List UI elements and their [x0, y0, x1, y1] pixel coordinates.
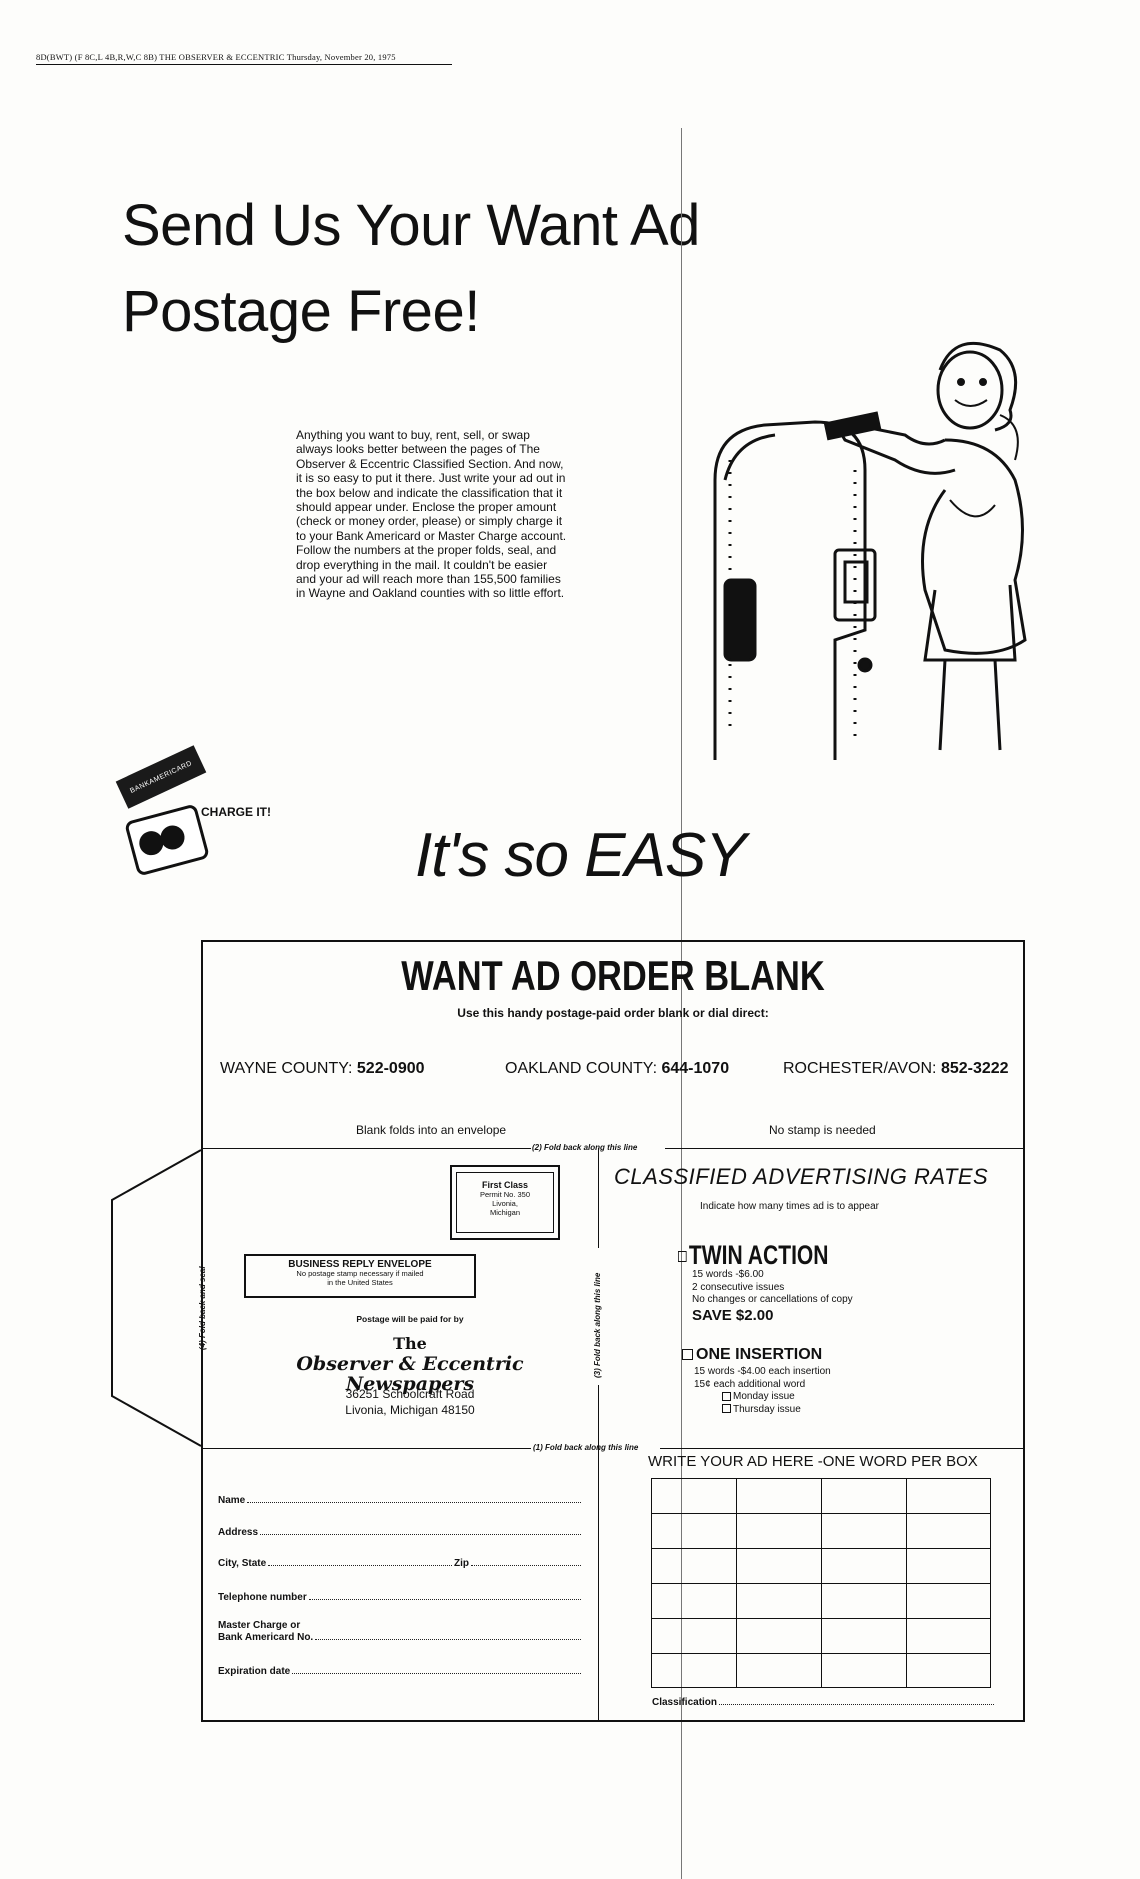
one-line-1: 15 words -$4.00 each insertion — [694, 1366, 831, 1377]
permit-state: Michigan — [489, 1208, 520, 1217]
twin-action-title: TWIN ACTION — [688, 1240, 829, 1270]
one-insertion-title: ONE INSERTION — [696, 1346, 823, 1363]
address-field[interactable]: Address — [218, 1527, 581, 1538]
rates-title: CLASSIFIED ADVERTISING RATES — [614, 1164, 989, 1189]
monday-option[interactable]: Monday issue — [722, 1391, 831, 1404]
charge-it-label: CHARGE IT! — [201, 805, 271, 819]
first-class-title: First Class — [481, 1180, 529, 1190]
fold-line-3-top — [598, 1148, 599, 1248]
woman-mailbox-illustration — [713, 341, 1027, 760]
first-class-permit-box: First Class Permit No. 350 Livonia, Mich… — [450, 1165, 560, 1240]
permit-line: Permit No. 350 — [479, 1190, 531, 1199]
phone-oakland: OAKLAND COUNTY: 644-1070 — [505, 1060, 730, 1077]
phone-wayne: WAYNE COUNTY: 522-0900 — [220, 1060, 425, 1077]
business-reply-title: BUSINESS REPLY ENVELOPE — [288, 1259, 432, 1270]
observer-eccentric-logo: The Observer & Eccentric Newspapers — [296, 1334, 524, 1395]
bre-line-1: No postage stamp necessary if mailed — [296, 1269, 424, 1278]
easy-headline: It's so EASY — [415, 821, 747, 890]
postage-paid-text: Postage will be paid for by — [356, 1314, 464, 1324]
telephone-field[interactable]: Telephone number — [218, 1592, 581, 1603]
order-blank-title: WANT AD ORDER BLANK — [401, 952, 825, 999]
twin-save: SAVE $2.00 — [692, 1306, 774, 1324]
business-reply-box: BUSINESS REPLY ENVELOPE No postage stamp… — [244, 1254, 476, 1298]
expiration-field[interactable]: Expiration date — [218, 1666, 581, 1677]
one-line-2: 15¢ each additional word — [694, 1378, 806, 1390]
twin-action-checkbox[interactable] — [678, 1251, 687, 1263]
one-insertion-checkbox[interactable] — [682, 1349, 693, 1361]
bre-line-2: in the United States — [327, 1278, 393, 1287]
headline-line-1: Send Us Your Want Ad — [122, 193, 700, 258]
permit-city: Livonia, — [492, 1199, 518, 1208]
order-blank-box — [201, 940, 1025, 1722]
dateline-rule — [36, 64, 452, 65]
fold-line-1-label: (1) Fold back along this line — [533, 1443, 639, 1452]
card-number-label-1: Master Charge or — [218, 1620, 301, 1631]
fold-line-2-label: (2) Fold back along this line — [532, 1143, 638, 1152]
one-insertion-option[interactable]: ONE INSERTION 15 words -$4.00 each inser… — [682, 1346, 831, 1416]
twin-line-2: 2 consecutive issues — [692, 1281, 785, 1293]
headline-line-2: Postage Free! — [122, 279, 480, 344]
note-folds-into-envelope: Blank folds into an envelope — [356, 1123, 507, 1137]
envelope-flap — [111, 1149, 202, 1447]
name-field[interactable]: Name — [218, 1495, 581, 1506]
card-number-field[interactable]: Bank Americard No. — [218, 1632, 581, 1643]
fold-line-3-bottom — [598, 1385, 599, 1720]
dateline: 8D(BWT) (F 8C,L 4B,R,W,C 8B) THE OBSERVE… — [36, 52, 396, 62]
thursday-checkbox[interactable] — [722, 1404, 731, 1414]
classification-field[interactable]: Classification — [652, 1697, 994, 1708]
page-fold-crease — [681, 128, 682, 1879]
word-grid[interactable] — [651, 1478, 991, 1688]
return-address: 36251 Schoolcraft Road Livonia, Michigan… — [345, 1387, 475, 1417]
rates-indicate: Indicate how many times ad is to appear — [700, 1201, 879, 1212]
twin-line-1: 15 words -$6.00 — [692, 1269, 764, 1280]
master-charge-badge — [124, 803, 210, 877]
thursday-option[interactable]: Thursday issue — [722, 1404, 831, 1417]
fold-line-2-right — [665, 1148, 1025, 1149]
bankamericard-badge: BANKAMERICARD — [115, 745, 207, 809]
order-blank-subtitle: Use this handy postage-paid order blank … — [457, 1006, 769, 1020]
fold-line-1-right — [660, 1448, 1025, 1449]
fold-line-3-label: (3) Fold back along this line — [593, 1272, 602, 1378]
note-no-stamp: No stamp is needed — [769, 1123, 876, 1137]
intro-paragraph: Anything you want to buy, rent, sell, or… — [296, 428, 567, 601]
write-ad-title: WRITE YOUR AD HERE -ONE WORD PER BOX — [648, 1453, 978, 1470]
twin-line-3: No changes or cancellations of copy — [692, 1294, 853, 1305]
fold-line-2-left — [201, 1148, 531, 1149]
fold-line-1-left — [201, 1448, 531, 1449]
phone-rochester: ROCHESTER/AVON: 852-3222 — [783, 1060, 1009, 1077]
monday-checkbox[interactable] — [722, 1391, 731, 1401]
twin-action-option[interactable]: TWIN ACTION 15 words -$6.00 2 consecutiv… — [678, 1240, 871, 1324]
